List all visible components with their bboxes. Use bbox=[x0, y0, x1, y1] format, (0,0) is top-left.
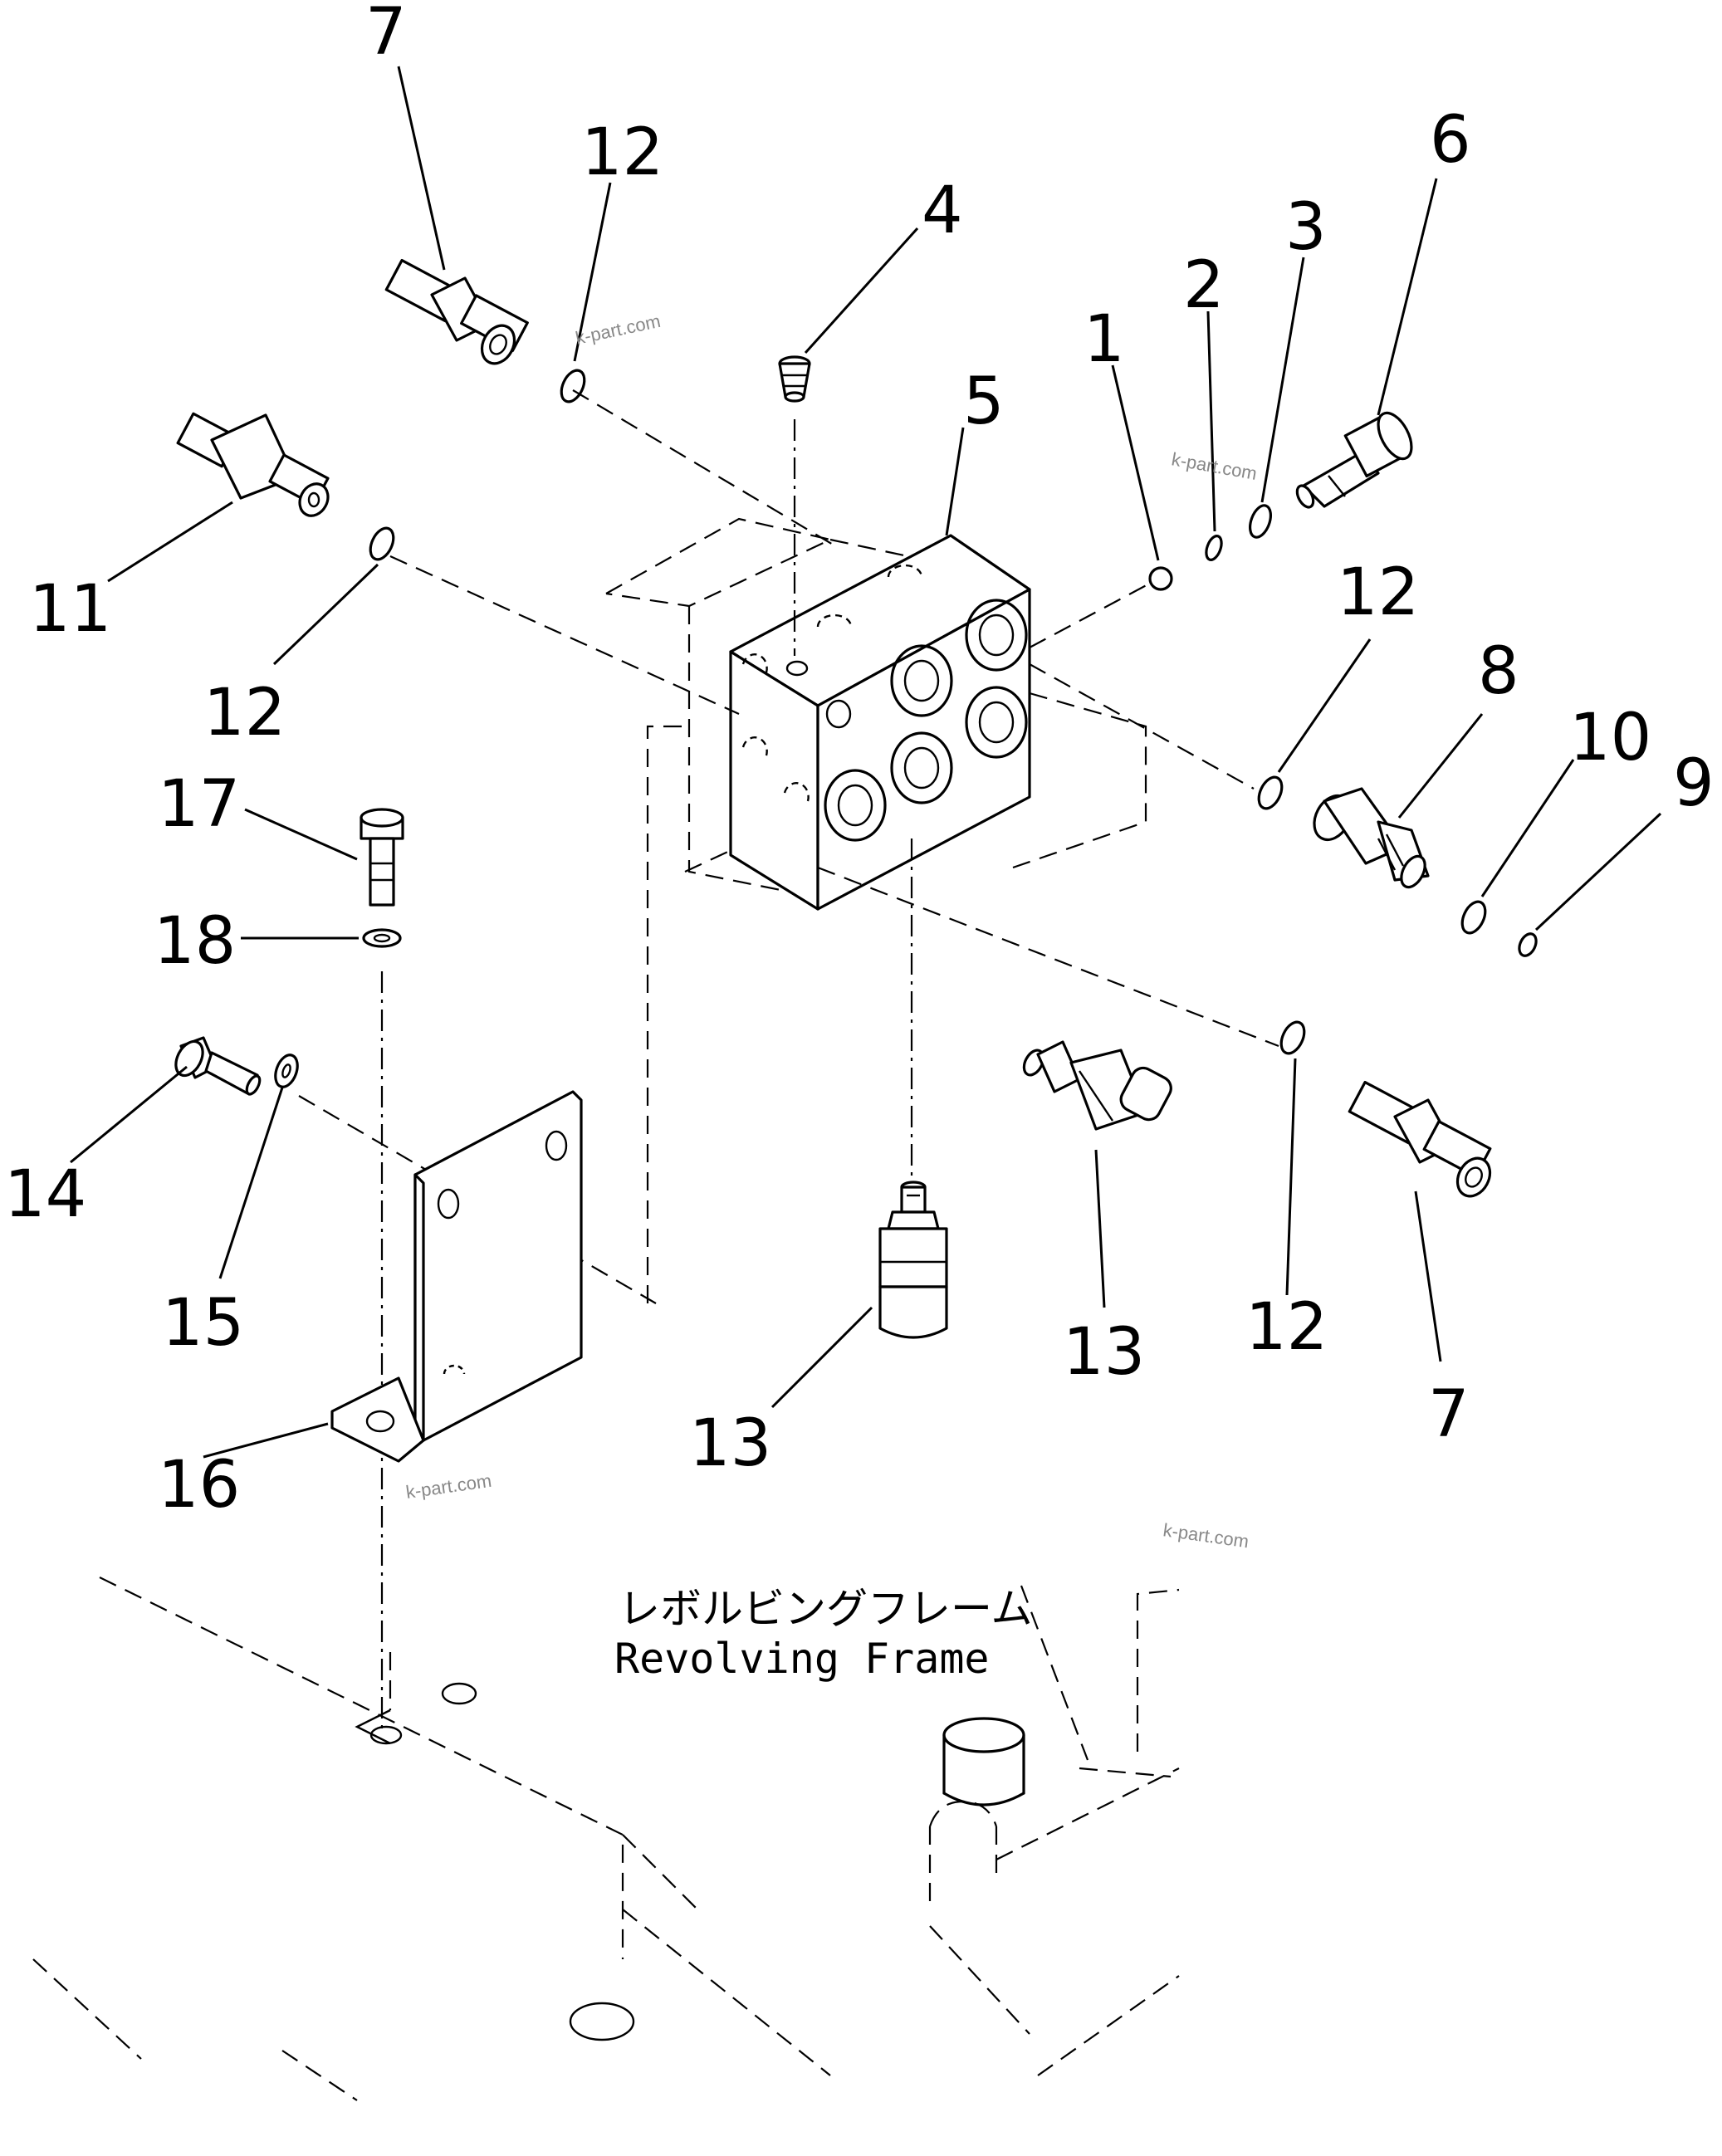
hose-fitting-7-top bbox=[384, 258, 529, 365]
callout-12-right: 12 bbox=[1337, 555, 1419, 630]
o-ring-12-top bbox=[560, 369, 586, 403]
valve-block bbox=[605, 517, 1147, 911]
hose-fitting-8 bbox=[1313, 787, 1430, 889]
assembly-lines bbox=[298, 389, 1279, 1735]
callout-3: 3 bbox=[1285, 190, 1327, 265]
bolt-14 bbox=[174, 1036, 262, 1096]
bracket-16 bbox=[330, 1090, 583, 1463]
callout-12-left: 12 bbox=[203, 676, 286, 750]
block-port bbox=[824, 769, 887, 842]
plug-4 bbox=[778, 355, 811, 403]
callout-18: 18 bbox=[154, 904, 236, 979]
frame-label-japanese: レボルビングフレーム bbox=[619, 1585, 1033, 1633]
callout-13-right: 13 bbox=[1063, 1315, 1145, 1390]
watermark: k-part.com bbox=[574, 310, 663, 349]
callout-14: 14 bbox=[4, 1157, 86, 1232]
callout-15: 15 bbox=[162, 1286, 244, 1361]
leader-lines bbox=[70, 66, 1662, 1459]
frame-label-english: Revolving Frame bbox=[614, 1635, 990, 1683]
callout-1: 1 bbox=[1084, 302, 1125, 377]
o-ring-9 bbox=[1518, 932, 1538, 957]
callout-5: 5 bbox=[963, 364, 1005, 439]
callout-4: 4 bbox=[922, 174, 963, 248]
callout-7-top: 7 bbox=[365, 0, 407, 70]
callout-7-bottom: 7 bbox=[1428, 1377, 1470, 1452]
pressure-switch-13-left bbox=[878, 1181, 948, 1339]
o-ring-3 bbox=[1249, 504, 1272, 539]
o-ring-12-left bbox=[369, 526, 395, 561]
bolt-17 bbox=[360, 808, 404, 907]
callout-12-top: 12 bbox=[581, 115, 663, 190]
o-ring-10 bbox=[1460, 900, 1487, 935]
callout-11: 11 bbox=[29, 572, 111, 647]
revolving-frame bbox=[32, 1577, 1180, 2101]
ball-1 bbox=[1148, 566, 1173, 591]
callout-6: 6 bbox=[1430, 103, 1471, 178]
block-port bbox=[965, 686, 1028, 759]
block-port bbox=[890, 731, 953, 804]
callout-8: 8 bbox=[1478, 634, 1519, 709]
frame-label: レボルビングフレーム Revolving Frame bbox=[614, 1585, 1033, 1683]
fitting-11 bbox=[176, 412, 330, 517]
callout-16: 16 bbox=[158, 1448, 240, 1523]
watermark: k-part.com bbox=[1162, 1519, 1250, 1552]
washer-15 bbox=[274, 1054, 299, 1088]
o-ring-2 bbox=[1205, 535, 1223, 561]
callout-2: 2 bbox=[1183, 248, 1225, 323]
callout-labels: 7 12 4 5 1 2 3 6 11 12 12 8 10 9 17 18 1… bbox=[4, 0, 1715, 1523]
callout-12-bottom: 12 bbox=[1245, 1290, 1328, 1365]
valve-6 bbox=[1295, 411, 1413, 509]
pressure-switch-13-right bbox=[1022, 1040, 1172, 1131]
block-port bbox=[890, 644, 953, 717]
o-ring-12-right bbox=[1257, 775, 1284, 810]
callout-17: 17 bbox=[158, 767, 240, 842]
callout-10: 10 bbox=[1569, 701, 1651, 775]
o-ring-12-bottom bbox=[1279, 1020, 1306, 1055]
hose-fitting-7-bottom bbox=[1348, 1080, 1492, 1198]
washer-18 bbox=[362, 928, 402, 948]
callout-13-left: 13 bbox=[689, 1406, 771, 1481]
block-port bbox=[965, 599, 1028, 672]
watermark: k-part.com bbox=[404, 1470, 492, 1503]
callout-9: 9 bbox=[1673, 746, 1715, 821]
